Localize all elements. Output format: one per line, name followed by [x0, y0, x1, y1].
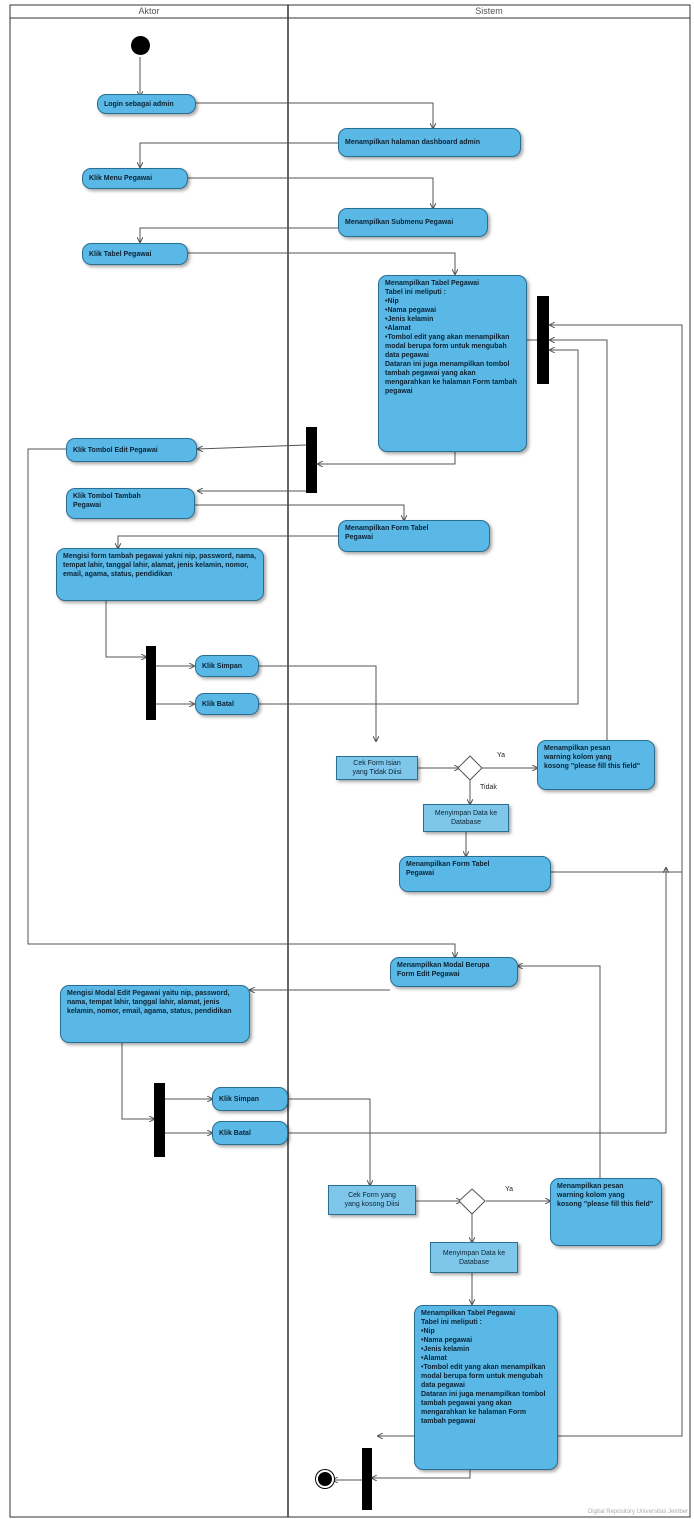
action-klik-tabel-pegawai: Klik Tabel Pegawai: [82, 243, 188, 265]
action-tampil-tabel-pegawai-1: Menampilkan Tabel Pegawai Tabel ini meli…: [378, 275, 527, 452]
action-klik-batal-2: Klik Batal: [212, 1121, 288, 1145]
guard-tidak-1: Tidak: [480, 784, 497, 791]
action-tampil-submenu: Menampilkan Submenu Pegawai: [338, 208, 488, 237]
action-klik-simpan-2: Klik Simpan: [212, 1087, 288, 1111]
action-isi-form-tambah: Mengisi form tambah pegawai yakni nip, p…: [56, 548, 264, 601]
action-isi-modal-edit: Mengisi Modal Edit Pegawai yaitu nip, pa…: [60, 985, 250, 1043]
action-klik-menu-pegawai: Klik Menu Pegawai: [82, 168, 188, 189]
action-tampil-modal-edit: Menampilkan Modal Berupa Form Edit Pegaw…: [390, 957, 518, 987]
action-peringatan-1: Menampilkan pesan warning kolom yang kos…: [537, 740, 655, 790]
action-tampil-dashboard: Menampilkan halaman dashboard admin: [338, 128, 521, 157]
join-bar-final: [362, 1448, 372, 1510]
initial-node: [131, 36, 150, 55]
fork-bar-3: [154, 1083, 165, 1157]
decision-diamond-2: [458, 1188, 486, 1215]
action-peringatan-2: Menampilkan pesan warning kolom yang kos…: [550, 1178, 662, 1246]
guard-ya-1: Ya: [497, 752, 506, 759]
fork-bar-1: [306, 427, 317, 493]
action-tampil-form-tabel-2: Menampilkan Form Tabel Pegawai: [399, 856, 551, 892]
control-flows: [27, 57, 683, 1480]
final-node: [318, 1472, 332, 1486]
swimlane-frame: [9, 4, 691, 1518]
action-cek-form-2: Cek Form yang yang kosong Diisi: [328, 1185, 416, 1215]
action-klik-simpan-1: Klik Simpan: [195, 655, 259, 677]
join-bar-1: [537, 296, 549, 384]
fork-bar-2: [146, 646, 156, 720]
watermark-text: Digital Repository Universitas Jember: [587, 1509, 688, 1515]
decision-diamond-1: [457, 755, 483, 781]
action-login: Login sebagai admin: [97, 94, 196, 114]
action-klik-batal-1: Klik Batal: [195, 693, 259, 715]
action-klik-tombol-tambah: Klik Tombol Tambah Pegawai: [66, 488, 195, 519]
guard-ya-2: Ya: [505, 1186, 514, 1193]
action-tampil-form-tambah: Menampilkan Form Tabel Pegawai: [338, 520, 490, 552]
action-simpan-database-1: Menyimpan Data ke Database: [423, 804, 509, 832]
lane-header-system: Sistem: [475, 6, 503, 16]
action-tampil-tabel-pegawai-2: Menampilkan Tabel Pegawai Tabel ini meli…: [414, 1305, 558, 1470]
action-simpan-database-2: Menyimpan Data ke Database: [430, 1242, 518, 1273]
lane-header-actor: Aktor: [138, 6, 160, 16]
action-cek-form-1: Cek Form Isian yang Tidak Diisi: [336, 756, 418, 780]
action-klik-tombol-edit: Klik Tombol Edit Pegawai: [66, 438, 197, 462]
